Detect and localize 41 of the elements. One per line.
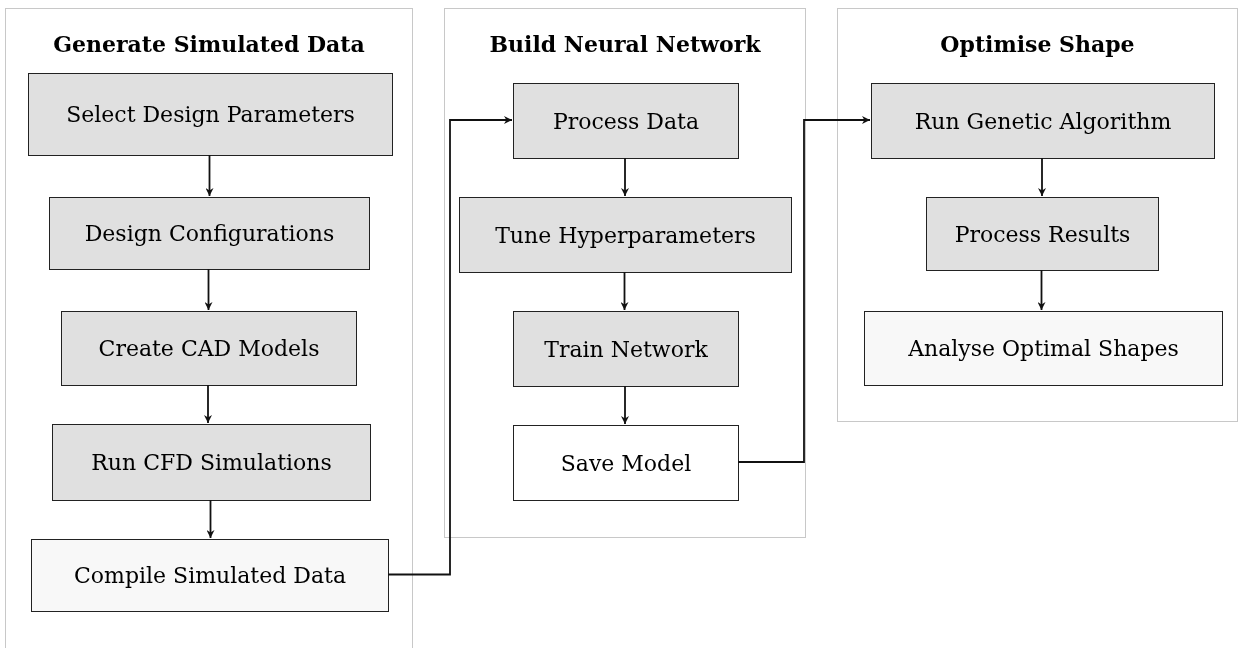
arrow	[1038, 157, 1046, 197]
step-label: Process Results	[954, 221, 1131, 247]
process-box	[31, 539, 389, 612]
arrow	[206, 499, 215, 539]
arrow	[1037, 269, 1046, 311]
step-label: Process Data	[552, 108, 700, 134]
step-label: Tune Hyperparameters	[495, 222, 756, 248]
process-box	[513, 83, 739, 159]
arrow	[204, 268, 213, 311]
process-box	[61, 311, 357, 386]
process-box	[871, 83, 1215, 159]
arrow	[621, 385, 629, 425]
panel-title: Generate Simulated Data	[52, 31, 366, 57]
process-box	[49, 197, 370, 270]
group-panel	[837, 8, 1238, 422]
process-box	[513, 311, 739, 387]
step-label: Create CAD Models	[98, 336, 320, 361]
step-label: Compile Simulated Data	[73, 563, 346, 588]
step-label: Run Genetic Algorithm	[914, 108, 1172, 134]
process-box	[28, 73, 393, 156]
arrow	[387, 116, 513, 576]
step-label: Train Network	[544, 336, 708, 362]
step-label: Run CFD Simulations	[91, 450, 332, 475]
process-box	[459, 197, 792, 273]
process-box	[864, 311, 1223, 386]
arrow	[620, 271, 629, 311]
arrow	[737, 116, 871, 463]
group-panel	[444, 8, 806, 538]
step-label: Select Design Parameters	[66, 102, 355, 127]
step-label: Save Model	[560, 450, 692, 476]
arrow	[621, 157, 629, 197]
arrow	[205, 154, 214, 197]
step-label: Design Configurations	[84, 221, 335, 246]
process-box	[52, 424, 371, 501]
process-box	[513, 425, 739, 501]
group-panel	[5, 8, 413, 648]
step-label: Analyse Optimal Shapes	[908, 336, 1179, 361]
panel-title: Optimise Shape	[939, 31, 1136, 57]
panel-title: Build Neural Network	[488, 31, 762, 57]
arrow	[204, 384, 212, 424]
process-box	[926, 197, 1159, 271]
